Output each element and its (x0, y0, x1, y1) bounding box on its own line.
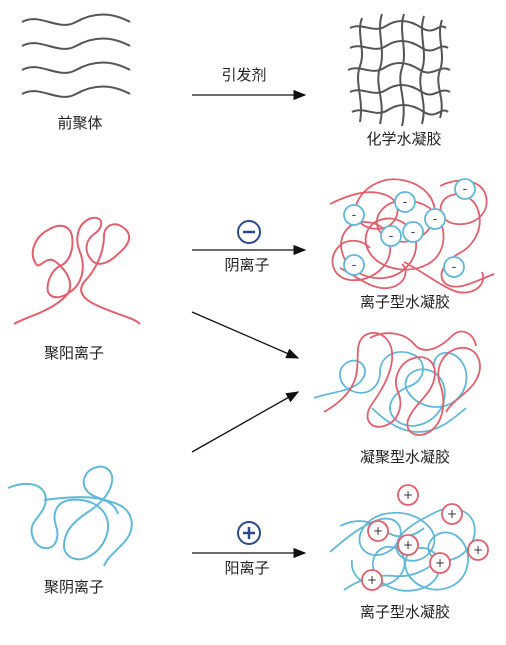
cation-charge-label: + (403, 488, 413, 502)
anion-charge-label: - (403, 195, 408, 210)
chemical-hydrogel-label: 化学水凝胶 (366, 130, 442, 148)
prepolymer-label: 前聚体 (57, 114, 103, 132)
anion-label: 阴离子 (224, 256, 270, 274)
anion-charge-label: - (411, 225, 416, 240)
cation-charge-label: + (473, 543, 483, 557)
cation-charge-label: + (373, 524, 383, 538)
initiator-label: 引发剂 (221, 66, 267, 84)
chemical-hydrogel-mesh (347, 13, 451, 127)
cation-label: 阳离子 (224, 559, 270, 577)
ionic-hydrogel-top-label: 离子型水凝胶 (359, 293, 451, 311)
polyanion-label: 聚阴离子 (43, 578, 105, 596)
anion-charge-label: - (452, 260, 457, 275)
cation-charge-label: + (447, 507, 457, 521)
cation-charge-label: + (367, 573, 377, 587)
cation-charge-label: + (403, 538, 413, 552)
anion-charge-label: - (352, 258, 357, 273)
cation-charge-label: + (435, 556, 445, 570)
anion-charge-label: - (352, 208, 357, 223)
polyanion-to-coacervate-arrow (191, 391, 300, 453)
polycation-label: 聚阳离子 (43, 344, 105, 362)
polyanion-strand (7, 465, 133, 567)
cation-symbol-icon (237, 521, 261, 545)
ionic-hydrogel-top: - - - - - - - - (329, 178, 495, 294)
polycation-to-coacervate-arrow (191, 311, 300, 359)
ionic-hydrogel-bottom-label: 离子型水凝胶 (359, 603, 451, 621)
anion-charge-label: - (433, 212, 438, 227)
ionic-hydrogel-bottom: + + + + + + + (329, 484, 489, 592)
coacervate-hydrogel-label: 凝聚型水凝胶 (359, 448, 451, 466)
anion-symbol-icon (237, 220, 261, 244)
polycation-strand (13, 216, 141, 325)
coacervate-hydrogel (313, 330, 481, 436)
anion-charge-label: - (463, 182, 468, 197)
anion-charge-label: - (389, 229, 394, 244)
prepolymer-strands (21, 13, 131, 98)
